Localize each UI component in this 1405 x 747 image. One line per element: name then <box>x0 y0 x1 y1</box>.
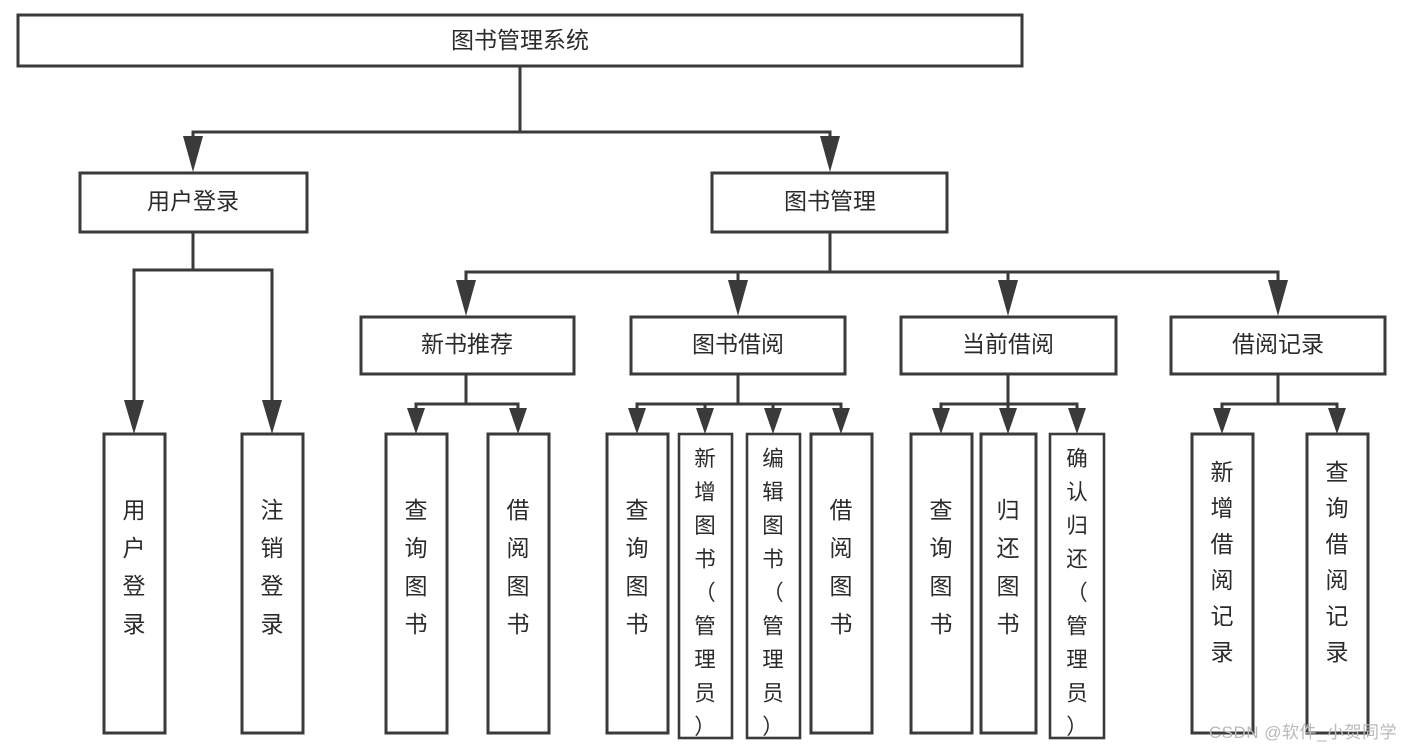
arrow-to-leaf-add-borrow-record <box>1213 408 1231 434</box>
node-book-manage-box[interactable] <box>710 171 949 234</box>
arrow-to-leaf-add-book-admin <box>696 408 714 434</box>
node-user-login[interactable]: 用户登录 <box>78 171 309 234</box>
leaf-query-book-1-box[interactable] <box>384 432 449 735</box>
arrow-to-leaf-borrow-book-1 <box>509 408 527 434</box>
node-user-login-label: 用户登录 <box>147 188 239 214</box>
arrow-to-leaf-query-borrow-record <box>1328 408 1346 434</box>
arrow-to-leaf-query-book-3 <box>932 408 950 434</box>
leaf-edit-book-admin-label: 编辑图书（管理员） <box>762 447 784 739</box>
node-new-book-recommend[interactable]: 新书推荐 <box>359 315 576 376</box>
arrow-to-leaf-user-login <box>124 400 144 434</box>
leaf-add-book-admin-label: 新增图书（管理员） <box>694 447 716 739</box>
arrow-to-leaf-borrow-book-2 <box>832 408 850 434</box>
arrow-to-book-borrow <box>728 280 748 316</box>
node-current-borrow[interactable]: 当前借阅 <box>899 315 1118 376</box>
leaf-user-login-label: 用户登录 <box>123 497 146 637</box>
leaf-borrow-book-1-label: 借阅图书 <box>507 497 530 637</box>
leaf-edit-book-admin[interactable]: 编辑图书（管理员） <box>745 432 802 740</box>
arrow-to-leaf-edit-book-admin <box>764 408 782 434</box>
leaf-return-book-box[interactable] <box>979 432 1038 735</box>
arrow-to-leaf-query-book-1 <box>407 408 425 434</box>
leaf-return-book-label: 归还图书 <box>997 497 1020 637</box>
leaf-query-book-3-box[interactable] <box>909 432 974 735</box>
leaf-query-book-2-label: 查询图书 <box>626 497 649 637</box>
node-borrow-record-box[interactable] <box>1169 315 1387 376</box>
arrow-to-current-borrow <box>998 280 1018 316</box>
leaf-logout-login-box[interactable] <box>240 432 305 735</box>
leaf-query-book-1-label: 查询图书 <box>405 497 428 637</box>
node-book-borrow-label: 图书借阅 <box>692 331 784 357</box>
leaf-user-login[interactable]: 用户登录 <box>102 432 167 735</box>
connectors-layer <box>124 64 1346 434</box>
leaf-return-book[interactable]: 归还图书 <box>979 432 1038 735</box>
leaf-borrow-book-1[interactable]: 借阅图书 <box>486 432 551 735</box>
leaf-borrow-book-2-label: 借阅图书 <box>830 497 853 637</box>
node-book-borrow-box[interactable] <box>629 315 847 376</box>
leaf-query-book-2-box[interactable] <box>605 432 670 735</box>
leaf-logout-login[interactable]: 注销登录 <box>240 432 305 735</box>
node-current-borrow-label: 当前借阅 <box>962 331 1054 357</box>
leaf-edit-book-admin-box[interactable] <box>745 432 802 740</box>
node-root-label: 图书管理系统 <box>451 27 589 53</box>
leaf-query-book-3-label: 查询图书 <box>930 497 953 637</box>
leaf-confirm-return-admin-label: 确认归还（管理员） <box>1066 447 1088 739</box>
leaf-query-book-2[interactable]: 查询图书 <box>605 432 670 735</box>
arrow-to-leaf-logout-login <box>262 400 282 434</box>
leaf-logout-login-label: 注销登录 <box>261 497 284 637</box>
leaf-add-book-admin[interactable]: 新增图书（管理员） <box>677 432 734 740</box>
leaf-query-book-3[interactable]: 查询图书 <box>909 432 974 735</box>
leaf-borrow-book-2-box[interactable] <box>809 432 874 735</box>
arrow-to-user-login <box>183 136 203 172</box>
node-user-login-box[interactable] <box>78 171 309 234</box>
node-root-box[interactable] <box>16 13 1024 68</box>
leaf-add-borrow-record-label: 新增借阅记录 <box>1211 459 1234 665</box>
node-new-book-recommend-label: 新书推荐 <box>421 331 513 357</box>
leaf-query-borrow-record-box[interactable] <box>1305 432 1370 735</box>
leaf-add-book-admin-box[interactable] <box>677 432 734 740</box>
arrow-to-new-book-recommend <box>456 280 476 316</box>
arrow-to-leaf-return-book <box>999 408 1017 434</box>
node-current-borrow-box[interactable] <box>899 315 1118 376</box>
node-book-manage-label: 图书管理 <box>784 188 876 214</box>
leaf-borrow-book-2[interactable]: 借阅图书 <box>809 432 874 735</box>
arrow-to-borrow-record <box>1268 280 1288 316</box>
leaf-query-book-1[interactable]: 查询图书 <box>384 432 449 735</box>
node-borrow-record[interactable]: 借阅记录 <box>1169 315 1387 376</box>
arrow-to-book-manage <box>820 136 840 172</box>
arrow-to-leaf-confirm-return-admin <box>1068 408 1086 434</box>
leaf-query-borrow-record[interactable]: 查询借阅记录 <box>1305 432 1370 735</box>
leaf-borrow-book-1-box[interactable] <box>486 432 551 735</box>
leaf-add-borrow-record-box[interactable] <box>1190 432 1255 735</box>
node-book-manage[interactable]: 图书管理 <box>710 171 949 234</box>
node-root[interactable]: 图书管理系统 <box>16 13 1024 68</box>
leaf-confirm-return-admin-box[interactable] <box>1048 432 1106 740</box>
arrow-to-leaf-query-book-2 <box>628 408 646 434</box>
leaf-add-borrow-record[interactable]: 新增借阅记录 <box>1190 432 1255 735</box>
node-new-book-recommend-box[interactable] <box>359 315 576 376</box>
leaf-user-login-box[interactable] <box>102 432 167 735</box>
leaf-confirm-return-admin[interactable]: 确认归还（管理员） <box>1048 432 1106 740</box>
node-book-borrow[interactable]: 图书借阅 <box>629 315 847 376</box>
leaf-query-borrow-record-label: 查询借阅记录 <box>1326 459 1349 665</box>
node-borrow-record-label: 借阅记录 <box>1232 331 1324 357</box>
